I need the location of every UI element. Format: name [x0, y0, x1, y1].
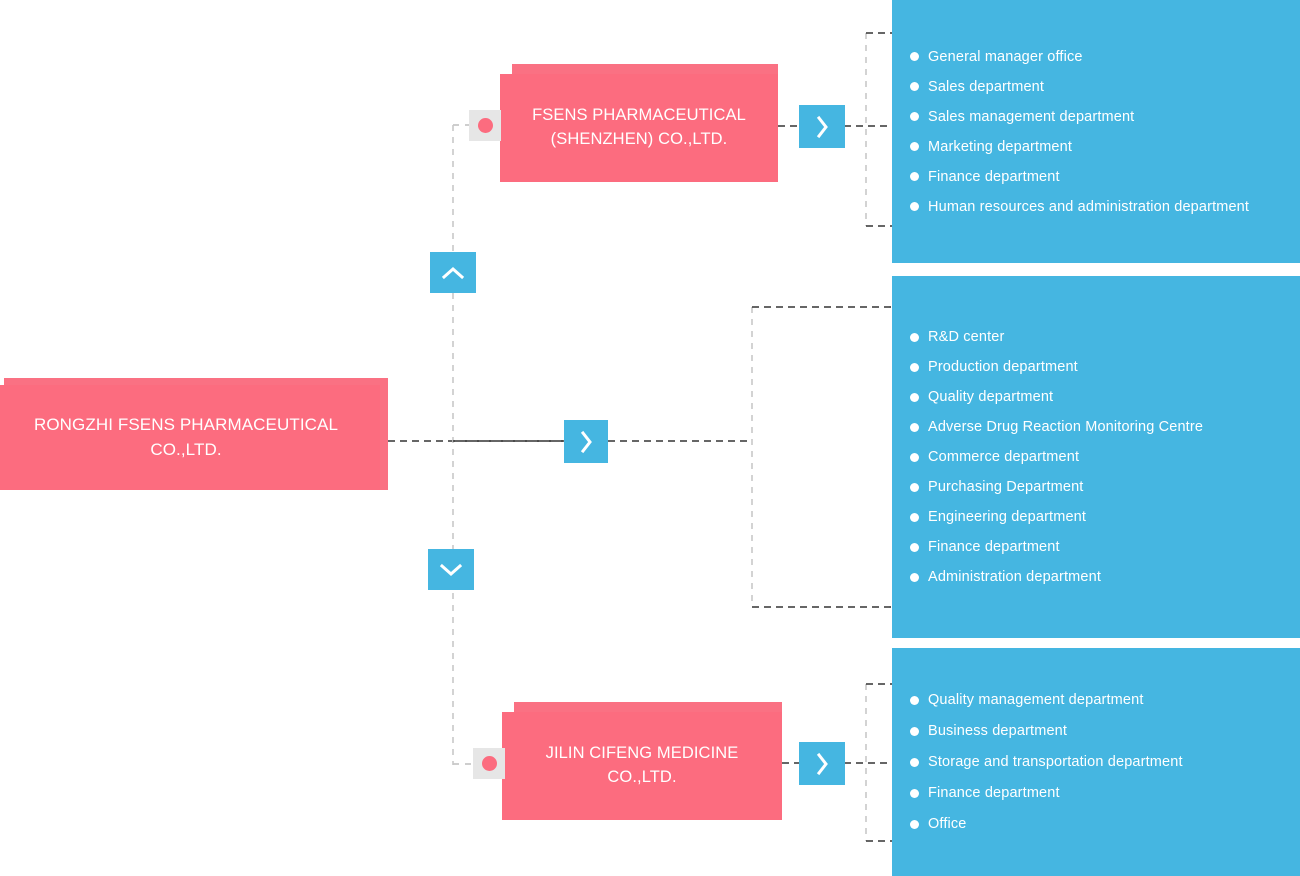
bullet-icon — [910, 112, 919, 121]
bullet-icon — [910, 452, 919, 462]
department-item[interactable]: Quality management department — [910, 692, 1300, 708]
company-node-label: FSENS PHARMACEUTICAL (SHENZHEN) CO.,LTD. — [532, 106, 746, 148]
department-item-label: Commerce department — [928, 449, 1080, 465]
department-item[interactable]: Finance department — [910, 785, 1300, 801]
department-item-label: Sales management department — [928, 108, 1135, 125]
chevron-right-icon — [580, 430, 592, 453]
bullet-icon — [910, 788, 919, 798]
root-node-label: RONGZHI FSENS PHARMACEUTICAL CO.,LTD. — [33, 414, 339, 459]
company-node-box[interactable]: JILIN CIFENG MEDICINE CO.,LTD. — [502, 712, 782, 820]
chevron-right-icon — [816, 752, 828, 775]
department-item[interactable]: Sales department — [910, 79, 1300, 95]
department-item[interactable]: Purchasing Department — [910, 479, 1300, 495]
pink-dot-icon — [481, 756, 497, 771]
department-item-label: Finance department — [928, 785, 1060, 801]
department-item[interactable]: R&D center — [910, 329, 1300, 345]
department-item-label: Quality management department — [928, 692, 1144, 708]
department-item-label: Adverse Drug Reaction Monitoring Centre — [928, 419, 1204, 435]
department-item[interactable]: Adverse Drug Reaction Monitoring Centre — [910, 419, 1300, 435]
department-item-label: Office — [928, 816, 967, 832]
department-item[interactable]: Commerce department — [910, 449, 1300, 465]
department-item-label: Storage and transportation department — [928, 754, 1183, 770]
bullet-icon — [910, 482, 919, 492]
expand-right-button-top[interactable] — [799, 105, 845, 148]
department-item-label: Engineering department — [928, 509, 1087, 525]
collapse-dot-handle-bottom[interactable] — [473, 748, 505, 779]
department-item[interactable]: Business department — [910, 723, 1300, 739]
expand-right-button-middle[interactable] — [564, 420, 608, 463]
department-item-label: Finance department — [928, 539, 1060, 555]
bullet-icon — [910, 572, 919, 582]
pink-dot-icon — [477, 118, 493, 133]
department-item[interactable]: Quality department — [910, 389, 1300, 405]
bullet-icon — [910, 757, 919, 767]
bullet-icon — [910, 819, 919, 829]
department-item-label: Finance department — [928, 168, 1060, 185]
department-item[interactable]: Finance department — [910, 169, 1300, 185]
bullet-icon — [910, 332, 919, 342]
bullet-icon — [910, 142, 919, 151]
department-item-label: Quality department — [928, 389, 1054, 405]
department-item[interactable]: Human resources and administration depar… — [910, 199, 1300, 215]
department-item-label: Production department — [928, 359, 1078, 375]
bullet-icon — [910, 512, 919, 522]
bullet-icon — [910, 202, 919, 211]
collapse-dot-handle-top[interactable] — [469, 110, 501, 141]
chevron-down-icon — [440, 563, 462, 576]
department-item[interactable]: Finance department — [910, 539, 1300, 555]
chevron-right-icon — [816, 115, 828, 138]
bullet-icon — [910, 726, 919, 736]
root-node-box[interactable]: RONGZHI FSENS PHARMACEUTICAL CO.,LTD. — [0, 385, 380, 490]
department-item[interactable]: Engineering department — [910, 509, 1300, 525]
bullet-icon — [910, 542, 919, 552]
bullet-icon — [910, 392, 919, 402]
department-item-label: Human resources and administration depar… — [928, 198, 1250, 215]
bullet-icon — [910, 422, 919, 432]
bullet-icon — [910, 695, 919, 705]
expand-down-button[interactable] — [428, 549, 474, 590]
department-item[interactable]: Marketing department — [910, 139, 1300, 155]
department-item-label: Sales department — [928, 78, 1045, 95]
department-item[interactable]: Storage and transportation department — [910, 754, 1300, 770]
company-node-label: JILIN CIFENG MEDICINE CO.,LTD. — [545, 744, 739, 786]
company-node-fsens-shenzhen[interactable]: FSENS PHARMACEUTICAL (SHENZHEN) CO.,LTD. — [500, 64, 790, 185]
bullet-icon — [910, 82, 919, 91]
department-item[interactable]: General manager office — [910, 49, 1300, 65]
department-item[interactable]: Administration department — [910, 569, 1300, 585]
chevron-up-icon — [442, 266, 464, 279]
department-item-label: R&D center — [928, 329, 1005, 345]
bullet-icon — [910, 52, 919, 61]
department-item[interactable]: Production department — [910, 359, 1300, 375]
expand-up-button[interactable] — [430, 252, 476, 293]
department-item-label: Administration department — [928, 569, 1101, 585]
root-company-node[interactable]: RONGZHI FSENS PHARMACEUTICAL CO.,LTD. — [0, 378, 388, 497]
department-item[interactable]: Sales management department — [910, 109, 1300, 125]
department-item-label: Marketing department — [928, 138, 1073, 155]
bullet-icon — [910, 172, 919, 181]
bullet-icon — [910, 362, 919, 372]
department-item-label: Business department — [928, 723, 1068, 739]
department-item-label: General manager office — [928, 48, 1083, 65]
expand-right-button-bottom[interactable] — [799, 742, 845, 785]
department-item-label: Purchasing Department — [928, 479, 1084, 495]
department-item[interactable]: Office — [910, 816, 1300, 832]
company-node-jilin-cifeng[interactable]: JILIN CIFENG MEDICINE CO.,LTD. — [502, 702, 794, 823]
company-node-box[interactable]: FSENS PHARMACEUTICAL (SHENZHEN) CO.,LTD. — [500, 74, 778, 182]
